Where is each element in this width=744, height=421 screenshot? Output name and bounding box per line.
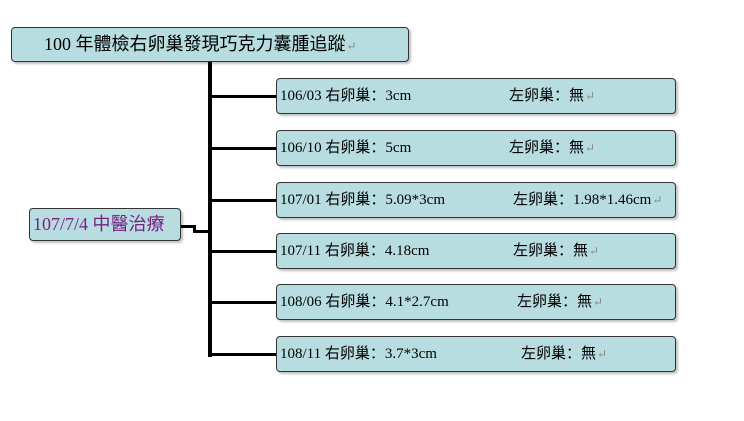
record-date: 107/11 [280, 243, 322, 259]
record-right: 右卵巢：4.1*2.7cm [325, 294, 449, 310]
diagram-title: 100 年體檢右卵巢發現巧克力囊腫追蹤 [44, 34, 346, 54]
record-date: 107/01 [280, 192, 322, 208]
record-date: 106/10 [280, 140, 322, 156]
return-mark: ↵ [652, 193, 663, 207]
return-mark: ↵ [585, 141, 596, 155]
treatment-connector-a [181, 225, 195, 228]
record-right: 右卵巢：4.18cm [324, 243, 430, 259]
branch-line [208, 147, 276, 150]
record-node: 106/10 右卵巢：5cm 左卵巢：無↵ [276, 130, 676, 166]
branch-line [208, 353, 276, 356]
return-mark: ↵ [589, 244, 600, 258]
treatment-label: 107/7/4 中醫治療 [33, 214, 165, 234]
record-left: 左卵巢：無 [521, 346, 597, 362]
record-left: 左卵巢：無 [509, 88, 585, 104]
record-node: 108/06 右卵巢：4.1*2.7cm 左卵巢：無↵ [276, 284, 676, 320]
record-date: 108/06 [280, 294, 322, 310]
record-date: 106/03 [280, 88, 322, 104]
record-right: 右卵巢：5.09*3cm [325, 192, 445, 208]
record-node: 108/11 右卵巢：3.7*3cm 左卵巢：無↵ [276, 336, 676, 372]
diagram-title-box: 100 年體檢右卵巢發現巧克力囊腫追蹤↵ [11, 27, 409, 62]
treatment-connector-b [193, 225, 196, 233]
record-right: 右卵巢：3.7*3cm [324, 346, 437, 362]
record-right: 右卵巢：5cm [325, 140, 412, 156]
record-node: 107/01 右卵巢：5.09*3cm 左卵巢：1.98*1.46cm↵ [276, 182, 676, 218]
branch-line [208, 301, 276, 304]
record-left: 左卵巢：1.98*1.46cm [513, 192, 652, 208]
record-right: 右卵巢：3cm [325, 88, 412, 104]
return-mark: ↵ [593, 295, 604, 309]
return-mark: ↵ [585, 89, 596, 103]
branch-line [208, 95, 276, 98]
branch-line [208, 199, 276, 202]
record-left: 左卵巢：無 [517, 294, 593, 310]
record-left: 左卵巢：無 [509, 140, 585, 156]
record-node: 106/03 右卵巢：3cm 左卵巢：無↵ [276, 78, 676, 114]
return-mark: ↵ [346, 39, 357, 53]
record-date: 108/11 [280, 346, 322, 362]
treatment-node: 107/7/4 中醫治療 [29, 208, 181, 241]
return-mark: ↵ [597, 347, 608, 361]
trunk-line [208, 62, 212, 357]
record-node: 107/11 右卵巢：4.18cm 左卵巢：無↵ [276, 233, 676, 269]
branch-line [208, 250, 276, 253]
treatment-connector-c [193, 230, 209, 233]
record-left: 左卵巢：無 [513, 243, 589, 259]
